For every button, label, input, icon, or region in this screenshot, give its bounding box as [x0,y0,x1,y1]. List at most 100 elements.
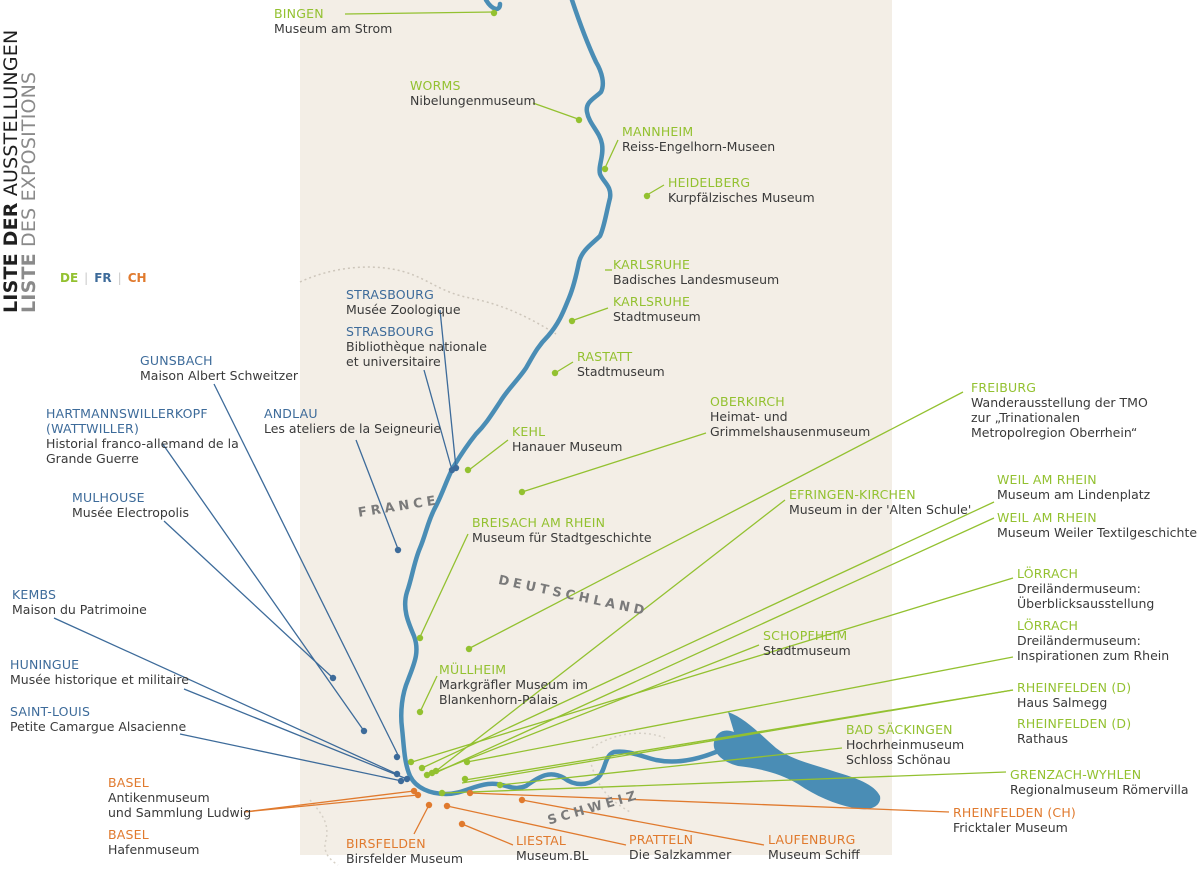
leader-line [461,689,1014,784]
location-dot[interactable] [393,753,401,761]
location-museum-name: Les ateliers de la Seigneurie [264,421,442,436]
location-dot[interactable] [490,9,498,17]
location-city: WORMS [410,78,461,93]
location-museum-name: Hafenmuseum [108,842,200,857]
location-dot[interactable] [416,634,424,642]
location-dot[interactable] [407,758,415,766]
leader-line [53,617,398,775]
location-city: RHEINFELDEN (D) [1017,716,1132,731]
location-city: RASTATT [577,349,633,364]
location-dot[interactable] [464,466,472,474]
location-museum-name: Stadtmuseum [763,643,851,658]
location-label[interactable]: RHEINFELDEN (CH)Fricktaler Museum [953,805,1076,835]
location-dot[interactable] [410,787,418,795]
leader-line [213,383,400,758]
location-dot[interactable] [443,802,451,810]
leader-line [604,139,619,169]
leader-line [413,804,430,835]
location-dot[interactable] [394,546,402,554]
location-dot[interactable] [360,727,368,735]
location-label[interactable]: RHEINFELDEN (D)Rathaus [1017,716,1131,746]
location-dot[interactable] [601,165,609,173]
location-dot[interactable] [465,645,473,653]
location-dot[interactable] [518,488,526,496]
location-city: KARLSRUHE [613,257,691,272]
location-museum-name: Markgräfler Museum im Blankenhorn-Palais [439,677,588,707]
location-label[interactable]: HARTMANNSWILLERKOPF (WATTWILLER)Historia… [46,406,239,466]
location-dot[interactable] [496,781,504,789]
location-dot[interactable] [643,192,651,200]
location-museum-name: Museum am Strom [274,21,393,36]
location-dot[interactable] [428,769,436,777]
location-city: RHEINFELDEN (D) [1017,680,1132,695]
location-dot[interactable] [463,758,471,766]
location-dot[interactable] [393,770,401,778]
location-dot[interactable] [568,317,576,325]
location-museum-name: Antikenmuseum und Sammlung Ludwig [108,790,252,820]
location-city: GUNSBACH [140,353,213,368]
location-dot[interactable] [518,796,526,804]
location-museum-name: Museum Weiler Textilgeschichte [997,525,1198,540]
location-dot[interactable] [329,674,337,682]
border-line-ch [589,732,666,813]
location-dot[interactable] [458,820,466,828]
location-dot[interactable] [551,369,559,377]
leader-line [461,823,514,846]
legend-ch: CH [127,271,147,285]
location-dot[interactable] [575,116,583,124]
location-city: SAINT-LOUIS [10,704,91,719]
location-dots [329,9,651,828]
country-legend: DE|FR|CH [60,271,147,285]
location-museum-name: Heimat- und Grimmelshausenmuseum [710,409,871,439]
location-dot[interactable] [423,771,431,779]
location-label[interactable]: RHEINFELDEN (D)Haus Salmegg [1017,680,1131,710]
leader-line [468,439,509,471]
location-dot[interactable] [438,789,446,797]
leader-line [163,520,334,679]
location-dot[interactable] [448,466,456,474]
location-dot[interactable] [466,789,474,797]
location-dot[interactable] [425,801,433,809]
location-dot[interactable] [414,791,422,799]
location-dot[interactable] [461,775,469,783]
location-dot[interactable] [403,775,411,783]
location-dot[interactable] [397,777,405,785]
location-dot[interactable] [418,764,426,772]
legend-separator: | [117,271,122,285]
location-dot[interactable] [416,708,424,716]
